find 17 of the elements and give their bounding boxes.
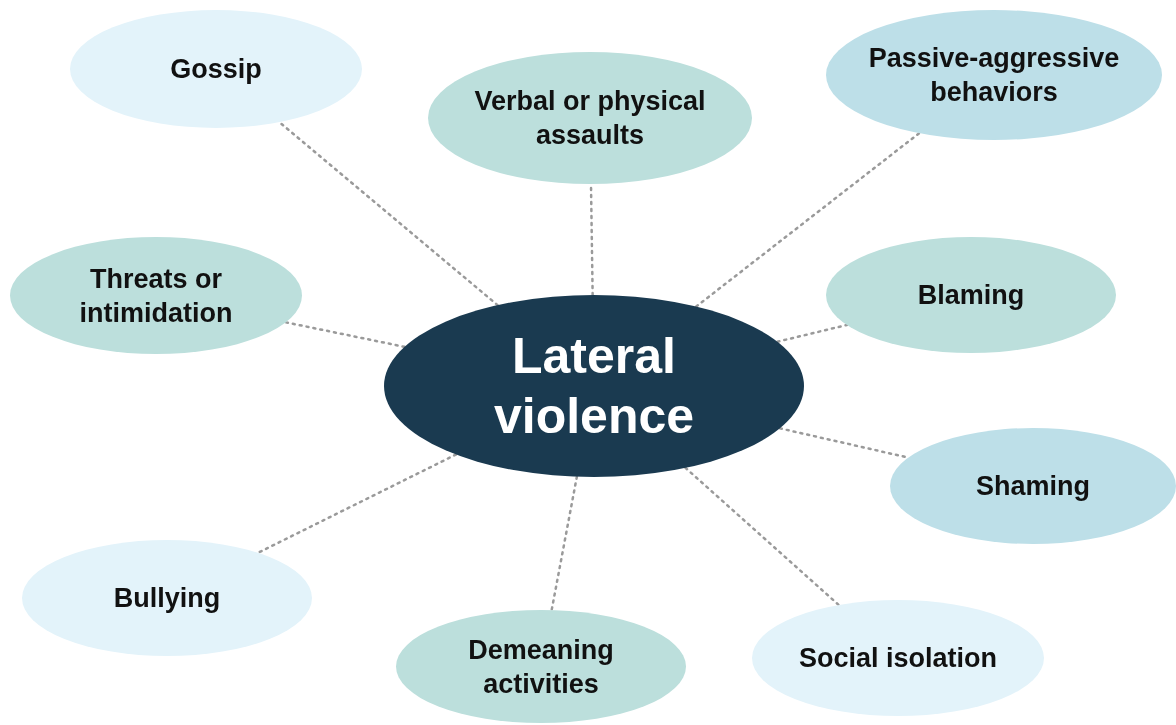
topic-label: Verbal or physical assaults — [473, 85, 707, 152]
dotted-connector — [684, 466, 840, 607]
dotted-connector — [776, 323, 849, 343]
topic-label: Bullying — [113, 582, 221, 615]
topic-label: Passive-aggressive behaviors — [867, 42, 1121, 109]
dotted-connector — [278, 120, 499, 307]
dotted-connector — [695, 131, 921, 308]
topic-label: Threats or intimidation — [78, 262, 234, 330]
topic-label: Blaming — [917, 279, 1025, 312]
dotted-connector — [550, 475, 579, 612]
central-title: Lateral violence — [492, 327, 696, 446]
topic-label: Gossip — [170, 53, 262, 86]
topic-label: Social isolation — [798, 642, 997, 675]
topic-label: Shaming — [976, 470, 1090, 503]
topic-label: Demeaning activities — [467, 633, 615, 701]
dotted-connector — [284, 321, 406, 349]
dotted-connector — [256, 453, 458, 555]
